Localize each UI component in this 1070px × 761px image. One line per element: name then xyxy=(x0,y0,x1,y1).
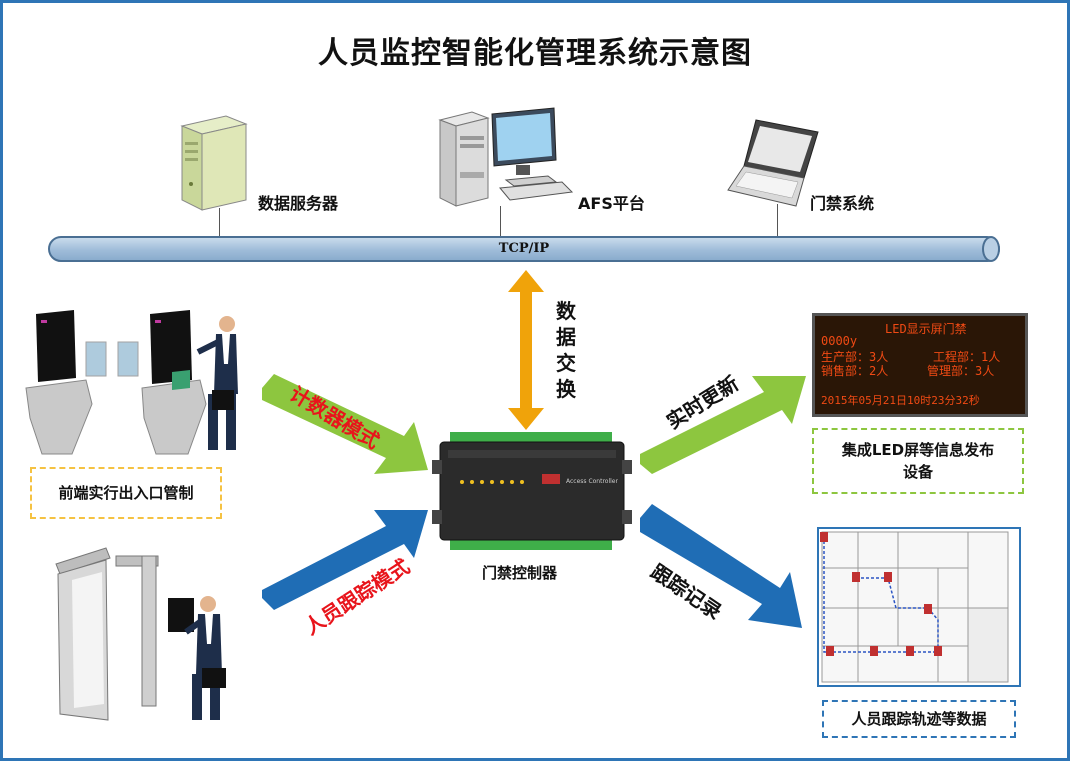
data-server-label: 数据服务器 xyxy=(258,190,338,214)
data-exchange-label: 数 据 交 换 xyxy=(554,298,578,402)
exchange-char-4: 换 xyxy=(554,376,578,402)
controller-device-text: Access Controller xyxy=(566,478,618,485)
access-system-label: 门禁系统 xyxy=(810,190,874,214)
led-box-line1: 集成LED屏等信息发布 xyxy=(842,439,994,461)
led-screen: LED显示屏门禁 0000y 生产部：3人 工程部：1人 销售部：2人 管理部：… xyxy=(812,313,1028,417)
desktop-computer-icon xyxy=(436,108,576,208)
server-link xyxy=(219,208,220,238)
exchange-char-2: 据 xyxy=(554,324,578,350)
door-scanner-icon xyxy=(52,544,236,722)
tcp-ip-bus: TCP/IP xyxy=(48,236,1000,262)
front-access-box: 前端实行出入口管制 xyxy=(30,467,222,519)
led-line3-left: 销售部：2人 xyxy=(821,362,888,379)
led-box-line2: 设备 xyxy=(903,461,933,483)
data-exchange-arrow xyxy=(506,270,546,430)
tcp-ip-label: TCP/IP xyxy=(50,241,998,256)
led-line4: 2015年05月21日10时23分32秒 xyxy=(821,392,980,408)
controller-label: 门禁控制器 xyxy=(482,562,557,583)
access-controller-icon: Access Controller xyxy=(432,432,632,552)
access-system-link xyxy=(777,204,778,238)
afs-link xyxy=(500,206,501,238)
exchange-char-3: 交 xyxy=(554,350,578,376)
floor-plan-map xyxy=(818,528,1020,686)
led-header: LED显示屏门禁 xyxy=(885,320,967,337)
tracking-data-box: 人员跟踪轨迹等数据 xyxy=(822,700,1016,738)
diagram-title: 人员监控智能化管理系统示意图 xyxy=(0,28,1070,72)
exchange-char-1: 数 xyxy=(554,298,578,324)
led-info-box: 集成LED屏等信息发布 设备 xyxy=(812,428,1024,494)
data-server-icon xyxy=(178,112,250,212)
led-line3-right: 管理部：3人 xyxy=(927,362,994,379)
turnstile-gate-icon xyxy=(22,308,258,454)
afs-platform-label: AFS平台 xyxy=(578,190,645,214)
led-line1: 0000y xyxy=(821,334,857,348)
